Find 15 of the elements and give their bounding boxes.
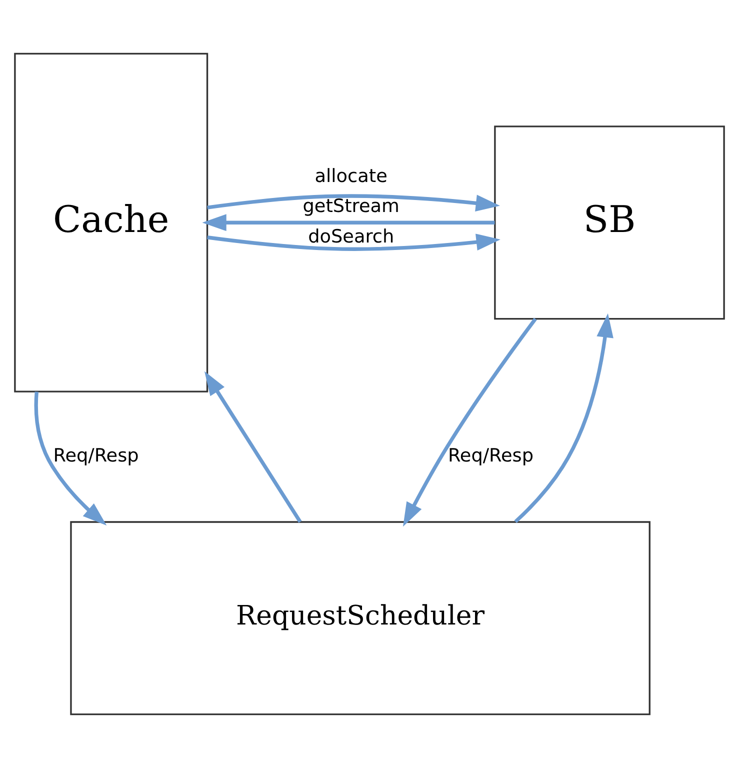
arrow <box>207 234 500 251</box>
arrow <box>403 318 537 527</box>
edge-label: allocate <box>314 166 388 188</box>
arrow <box>204 371 302 523</box>
arrow <box>202 214 495 232</box>
edge-label: Req/Resp <box>448 445 534 466</box>
node-box: RequestScheduler <box>70 521 650 716</box>
edge-label: getStream <box>302 196 400 218</box>
arrow <box>514 313 614 524</box>
edge-label: Req/Resp <box>53 445 139 466</box>
node-box: SB <box>494 126 725 320</box>
arrow <box>34 392 107 526</box>
arrow <box>207 194 500 212</box>
node-box: Cache <box>14 52 208 392</box>
edge-label: doSearch <box>308 226 394 248</box>
